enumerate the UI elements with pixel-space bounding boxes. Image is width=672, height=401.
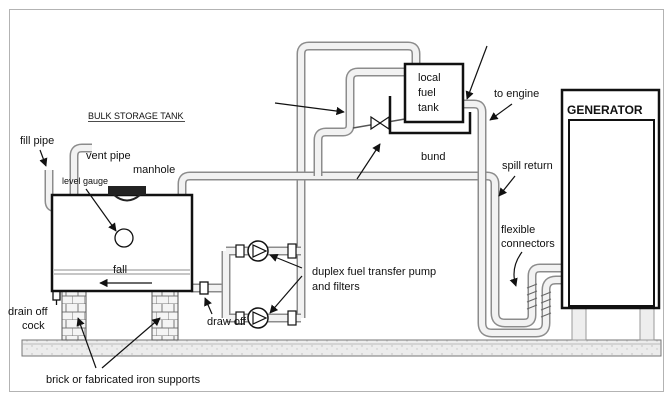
generator-leg-right — [639, 307, 655, 341]
pump-top-arrow — [269, 253, 303, 269]
manhole-label: manhole — [133, 164, 175, 176]
level-gauge-arrow — [85, 188, 117, 232]
pump-bottom — [247, 307, 269, 329]
pump-bottom-arrow — [269, 275, 303, 314]
filter-bottom — [235, 311, 245, 325]
brick-support-right — [151, 290, 179, 341]
manhole-opening — [113, 194, 141, 202]
support-right-arrow — [101, 317, 161, 369]
pump-top — [247, 240, 269, 262]
generator — [560, 88, 661, 310]
flexible-connectors-arrow — [509, 251, 523, 287]
pumps-label-line2: and filters — [312, 281, 360, 293]
drain-off-cock-label-line2: cock — [22, 320, 45, 332]
spill-return-arrow — [498, 175, 516, 197]
level-gauge-label: level gauge — [62, 176, 108, 186]
flexible-connector-hatch — [526, 283, 552, 318]
draw-off-label: draw off — [207, 316, 247, 328]
filter-top — [235, 244, 245, 258]
local-tank-arrow — [465, 45, 488, 100]
local-fuel-tank-label-line1: local — [418, 72, 441, 84]
drain-off-cock-valve — [52, 290, 61, 301]
vent-pipe-label: vent pipe — [86, 150, 131, 162]
pump-top-symbol — [252, 244, 268, 258]
generator-panel — [568, 119, 655, 307]
pipe-outline — [318, 72, 406, 176]
flexible-connectors-label-line2: connectors — [501, 238, 555, 250]
pump-tee-top — [287, 243, 297, 259]
bund-tray — [388, 96, 472, 135]
to-engine-label: to engine — [494, 88, 539, 100]
spill-return-label: spill return — [502, 160, 553, 172]
ground-slab — [21, 339, 662, 357]
diagram-frame — [9, 9, 664, 392]
bulk-storage-tank — [50, 186, 194, 293]
drain-off-cock-label-line1: drain off — [8, 306, 48, 318]
fall-label: fall — [113, 264, 127, 276]
draw-off-arrow — [204, 297, 213, 315]
pump-manifold — [226, 251, 301, 318]
brick-support-left — [61, 290, 87, 341]
generator-label: GENERATOR — [567, 103, 643, 117]
bulk-storage-tank-label: BULK STORAGE TANK — [88, 111, 184, 121]
draw-off-valve — [199, 281, 209, 295]
level-gauge-dial — [114, 228, 134, 248]
pipe-core — [318, 72, 406, 176]
flexible-connectors-label-line1: flexible — [501, 224, 535, 236]
fill-pipe-arrow — [39, 149, 48, 167]
local-fuel-tank-label-line2: fuel — [418, 87, 436, 99]
to-engine-arrow — [489, 103, 513, 121]
pump-bottom-symbol — [252, 311, 268, 325]
support-left-arrow — [76, 317, 97, 369]
local-fuel-tank-label-line3: tank — [418, 102, 439, 114]
fire-valve-icon — [370, 115, 390, 131]
manhole-cover — [108, 186, 146, 195]
local-fuel-tank — [403, 62, 465, 124]
overflow-arrow — [274, 102, 345, 116]
supports-label: brick or fabricated iron supports — [46, 374, 201, 386]
pipe-core — [462, 104, 563, 333]
bund-arrow — [356, 143, 381, 180]
bund-label: bund — [421, 151, 445, 163]
pump-tee-bottom — [287, 310, 297, 326]
overflow-branch-pipe — [318, 72, 406, 176]
pumps-label-line1: duplex fuel transfer pump — [312, 266, 436, 278]
fill-pipe-label: fill pipe — [20, 135, 54, 147]
generator-leg-left — [571, 307, 587, 341]
engine-feed-pipe — [462, 104, 563, 333]
